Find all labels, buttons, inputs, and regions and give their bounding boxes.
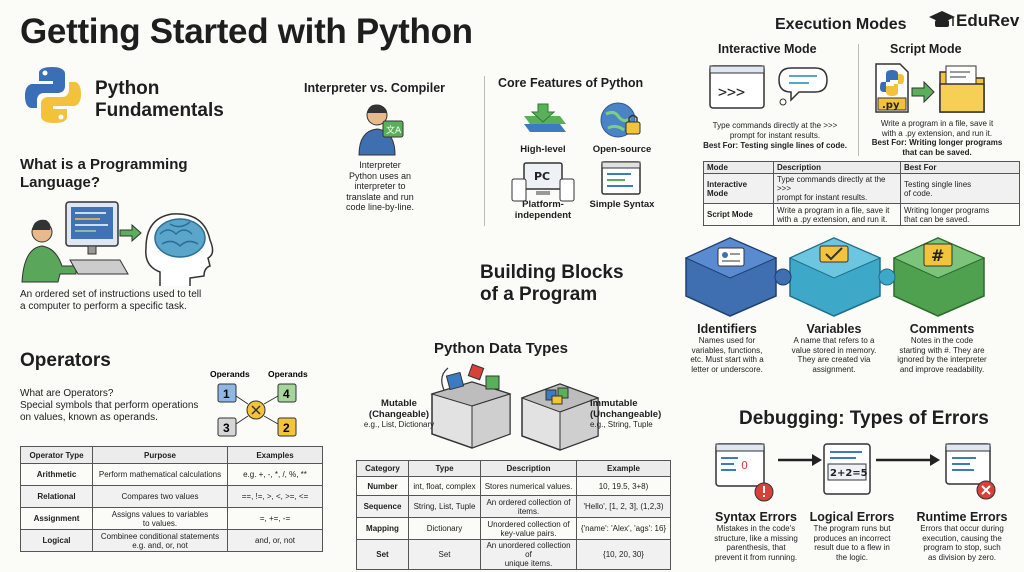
svg-text:2: 2 bbox=[283, 421, 290, 435]
interpreter-person-icon: 文A bbox=[358, 104, 404, 156]
mutable-box-icon bbox=[430, 363, 512, 449]
script-file-icon: .py bbox=[875, 63, 985, 113]
table-row: Interactive Mode Type commands directly … bbox=[703, 173, 1020, 204]
high-level-icon bbox=[524, 103, 566, 132]
building-blocks-puzzle: # bbox=[684, 237, 986, 317]
page-title: Getting Started with Python bbox=[20, 12, 473, 51]
mutable-label: Mutable (Changeable) e.g., List, Diction… bbox=[363, 398, 435, 429]
feature-open-source: Open-source bbox=[592, 144, 652, 155]
brand-logo: EduRev bbox=[926, 6, 1020, 36]
block-comments: Comments Notes in the code starting with… bbox=[897, 322, 987, 374]
script-mode-title: Script Mode bbox=[890, 42, 962, 56]
immutable-label: Immutable (Unchangeable) e.g., String, T… bbox=[590, 398, 662, 429]
open-source-icon bbox=[600, 102, 641, 138]
error-runtime: Runtime Errors Errors that occur during … bbox=[916, 510, 1008, 562]
brand-name: EduRev bbox=[956, 11, 1020, 30]
table-header-row: Mode Description Best For bbox=[703, 161, 1020, 174]
fundamentals-title-1: Python bbox=[95, 78, 160, 99]
core-features-title: Core Features of Python bbox=[498, 76, 644, 90]
hash-glyph: # bbox=[931, 246, 944, 265]
interactive-desc: Type commands directly at the >>> prompt… bbox=[703, 121, 847, 150]
table-row: Sequence String, List, Tuple An ordered … bbox=[356, 495, 671, 518]
interpreter-title: Interpreter vs. Compiler bbox=[304, 81, 446, 95]
feature-high-level: High-level bbox=[520, 144, 566, 155]
divider bbox=[484, 76, 485, 226]
divider bbox=[858, 44, 859, 156]
zero-glyph: 0 bbox=[741, 459, 748, 472]
feature-platform-1: Platform- bbox=[522, 199, 564, 210]
svg-text:3: 3 bbox=[223, 421, 230, 435]
debugging-title: Debugging: Types of Errors bbox=[739, 408, 989, 429]
script-desc: Write a program in a file, save it with … bbox=[871, 119, 1003, 157]
operands-diagram: Operands Operands 1 4 3 2 bbox=[210, 369, 308, 437]
building-blocks-title-2: of a Program bbox=[480, 284, 598, 305]
operands-label-right: Operands bbox=[268, 369, 308, 379]
table-row: Mapping Dictionary Unordered collection … bbox=[356, 517, 671, 540]
execution-modes-table: Mode Description Best For Interactive Mo… bbox=[703, 161, 1020, 226]
programming-desc-2: a computer to perform a specific task. bbox=[20, 301, 187, 312]
logic-glyph: 2+2=5 bbox=[830, 468, 868, 479]
file-ext-label: .py bbox=[882, 100, 900, 111]
prompt-glyph: >>> bbox=[718, 83, 745, 101]
interpreter-desc: Interpreter Python uses an interpreter t… bbox=[345, 160, 415, 212]
graduation-cap-icon bbox=[929, 11, 955, 27]
programming-title-2: Language? bbox=[20, 174, 101, 191]
svg-text:4: 4 bbox=[283, 387, 290, 401]
pc-label: PC bbox=[534, 170, 550, 183]
svg-text:1: 1 bbox=[223, 387, 230, 401]
operators-intro: What are Operators? Special symbols that… bbox=[20, 388, 199, 423]
error-logical: Logical Errors The program runs but prod… bbox=[809, 510, 895, 562]
interactive-mode-title: Interactive Mode bbox=[718, 42, 817, 56]
simple-syntax-icon bbox=[601, 161, 641, 195]
programmer-brain-illustration bbox=[21, 201, 214, 286]
table-row: Number int, float, complex Stores numeri… bbox=[356, 476, 671, 496]
execution-title: Execution Modes bbox=[775, 16, 907, 33]
data-types-table: Category Type Description Example Number… bbox=[356, 460, 671, 570]
programming-desc-1: An ordered set of instructions used to t… bbox=[20, 289, 202, 300]
building-blocks-title-1: Building Blocks bbox=[480, 262, 624, 283]
feature-simple-syntax: Simple Syntax bbox=[589, 199, 655, 210]
table-row: Arithmetic Perform mathematical calculat… bbox=[20, 463, 323, 486]
feature-platform-2: independent bbox=[514, 210, 572, 221]
table-header-row: Operator Type Purpose Examples bbox=[20, 446, 323, 464]
operators-table: Operator Type Purpose Examples Arithmeti… bbox=[20, 446, 323, 552]
programming-title-1: What is a Programming bbox=[20, 156, 188, 173]
table-header-row: Category Type Description Example bbox=[356, 460, 671, 477]
platform-independent-icon: PC bbox=[511, 162, 575, 202]
table-row: Script Mode Write a program in a file, s… bbox=[703, 203, 1020, 226]
svg-text:文A: 文A bbox=[386, 124, 402, 136]
error-syntax: Syntax Errors Mistakes in the code's str… bbox=[714, 510, 798, 562]
fundamentals-title-2: Fundamentals bbox=[95, 100, 224, 121]
interactive-terminal-icon: >>> bbox=[709, 65, 828, 109]
immutable-box-icon bbox=[520, 383, 600, 451]
data-types-title: Python Data Types bbox=[434, 340, 568, 357]
block-identifiers: Identifiers Names used for variables, fu… bbox=[690, 322, 764, 374]
errors-diagram: 0 2+2=5 bbox=[715, 443, 996, 502]
operators-title: Operators bbox=[20, 350, 111, 371]
operands-label-left: Operands bbox=[210, 369, 250, 379]
table-row: Relational Compares two values ==, !=, >… bbox=[20, 485, 323, 508]
block-variables: Variables A name that refers to a value … bbox=[791, 322, 877, 374]
python-logo-icon bbox=[25, 67, 81, 123]
